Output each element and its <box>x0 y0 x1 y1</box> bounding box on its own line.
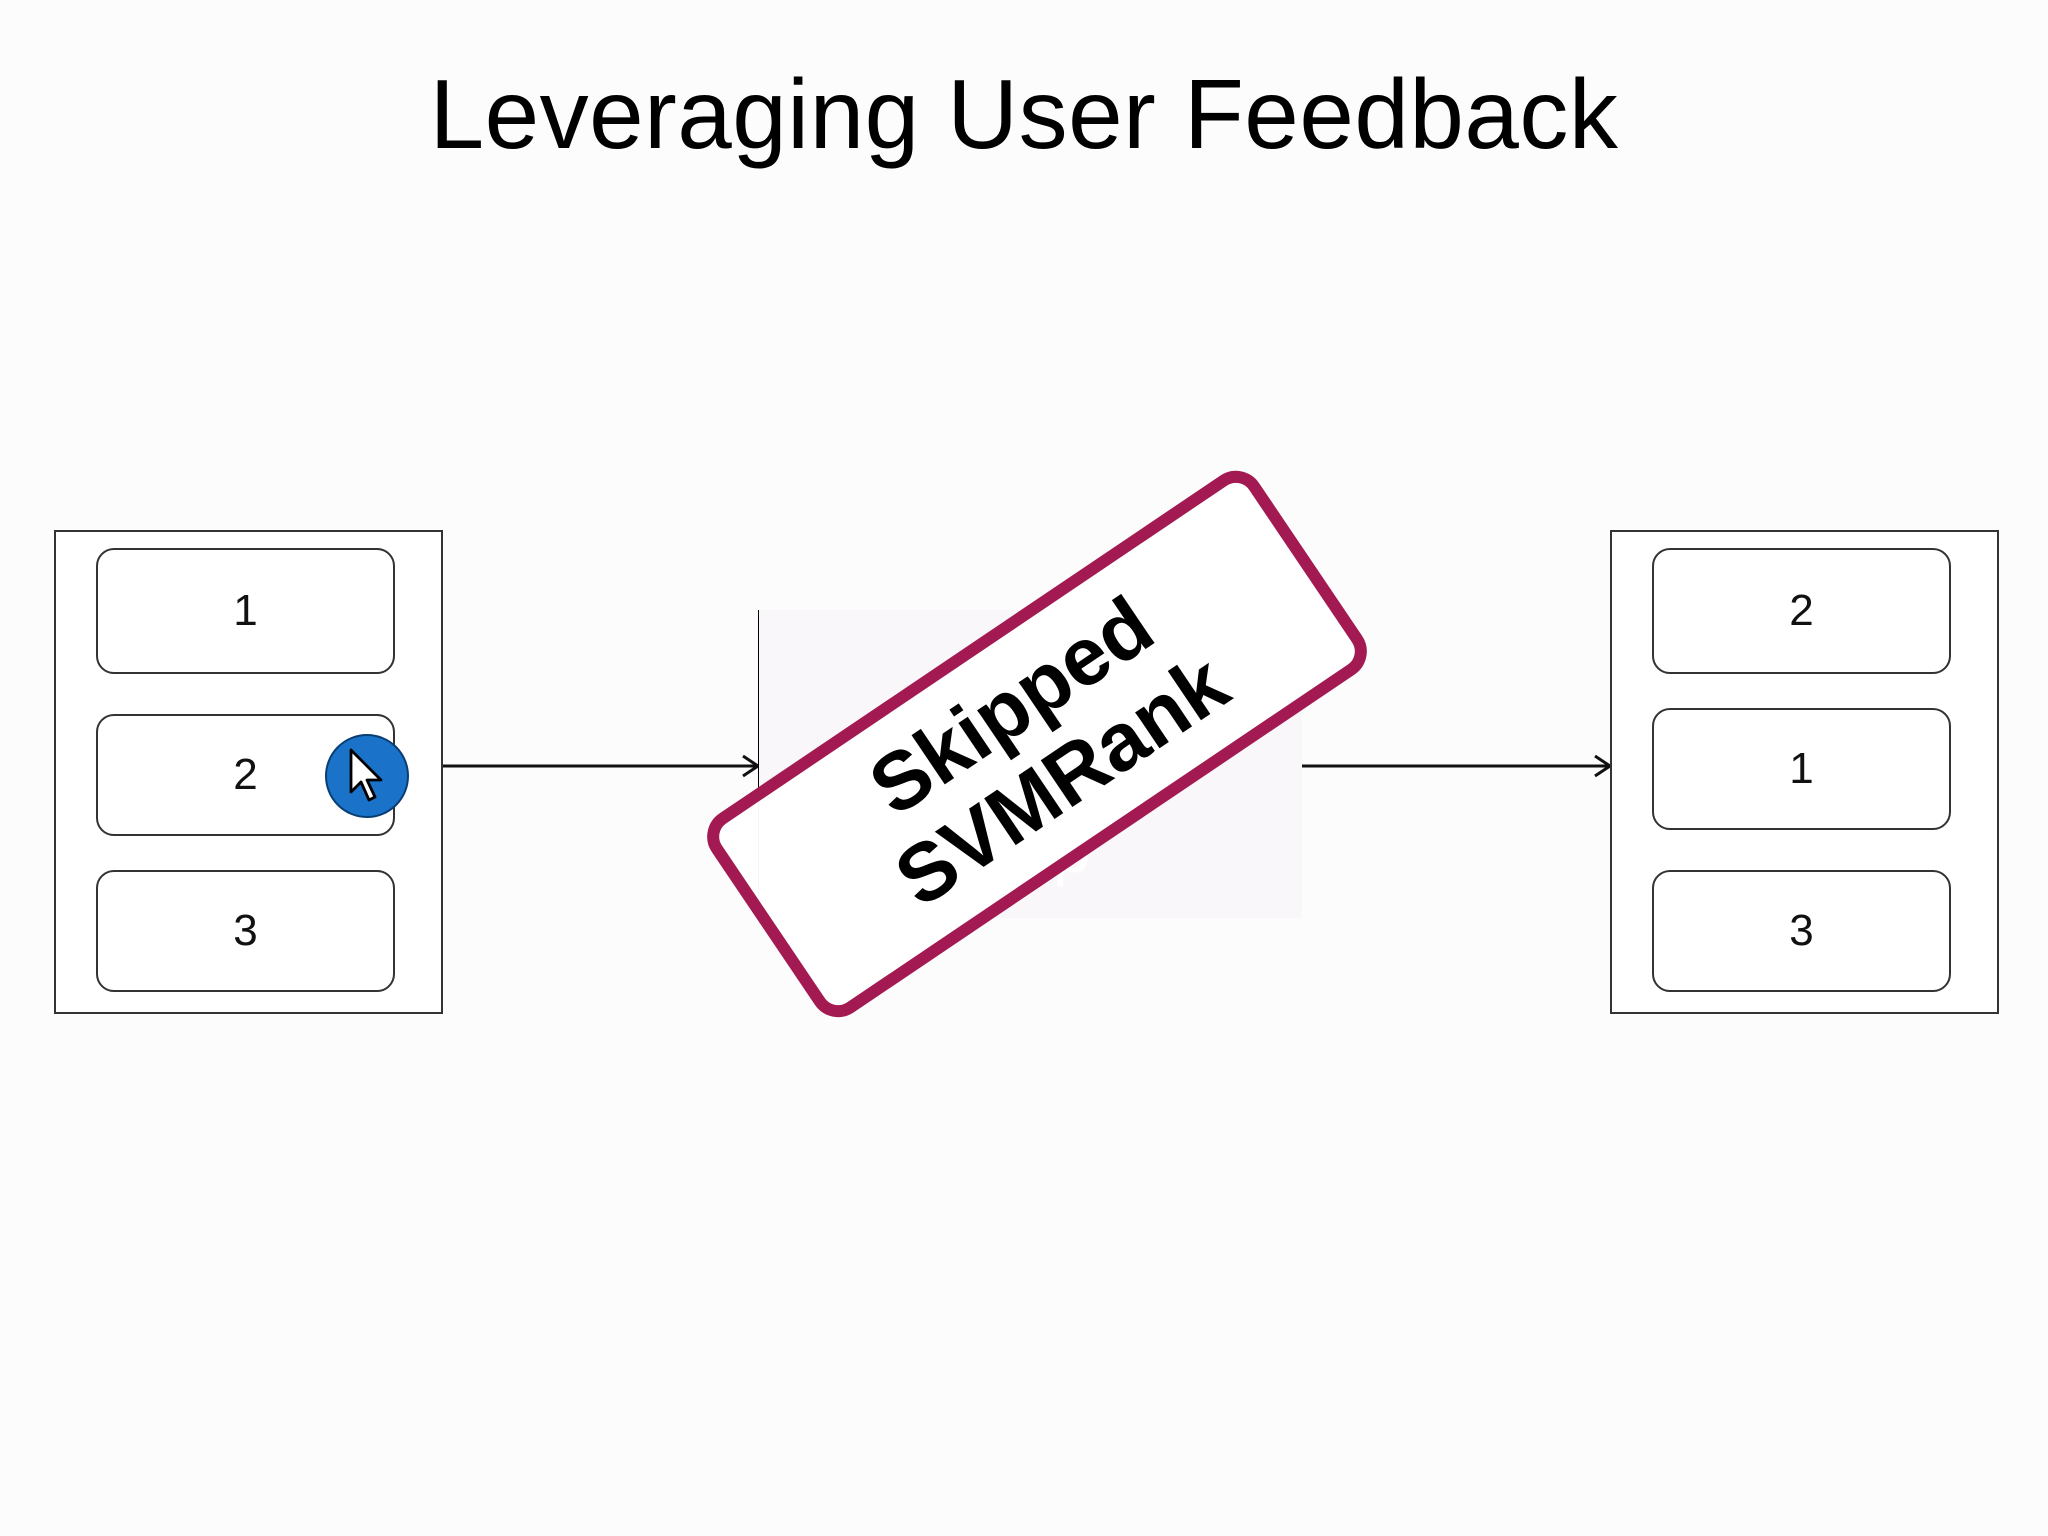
slide-title: Leveraging User Feedback <box>429 59 1619 169</box>
result-item-3[interactable]: 3 <box>96 870 395 992</box>
click-indicator <box>325 734 409 818</box>
reranked-item-1[interactable]: 2 <box>1652 548 1951 674</box>
output-ranking-list: 2 1 3 <box>1610 530 1999 1014</box>
result-item-1[interactable]: 1 <box>96 548 395 674</box>
input-ranking-list: 1 2 3 <box>54 530 443 1014</box>
mouse-pointer-icon <box>349 748 383 802</box>
reranked-item-3[interactable]: 3 <box>1652 870 1951 992</box>
reranked-item-2[interactable]: 1 <box>1652 708 1951 830</box>
